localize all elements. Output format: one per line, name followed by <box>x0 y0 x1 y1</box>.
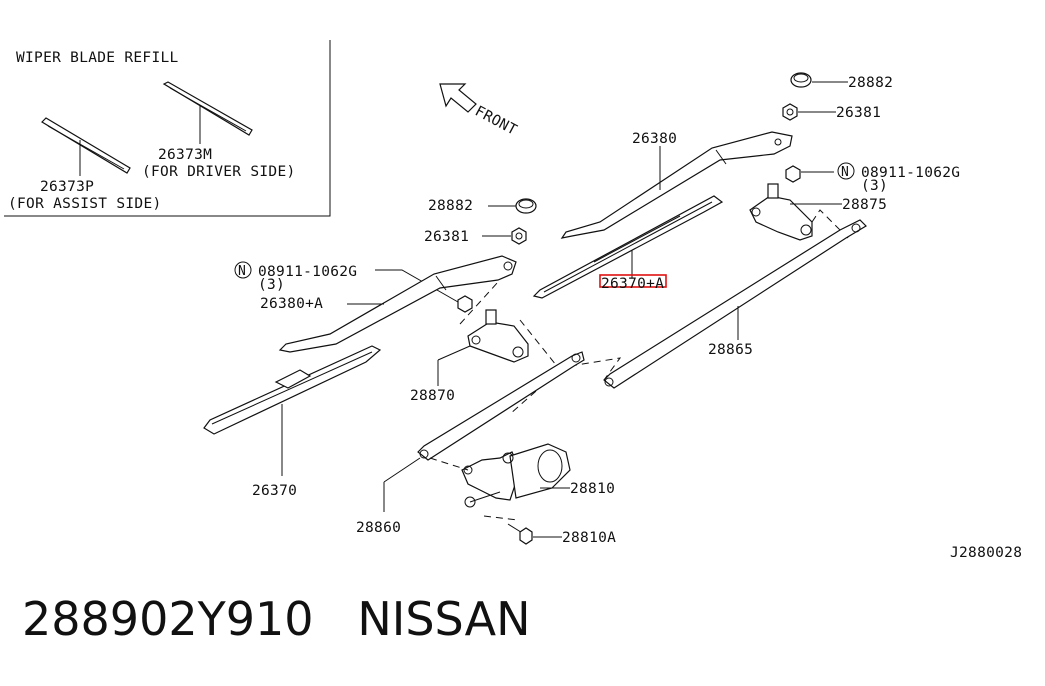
label-arm-right: 26380 <box>632 131 677 147</box>
label-nut-left: 26381 <box>424 229 469 245</box>
refill-title: WIPER BLADE REFILL <box>16 50 179 66</box>
label-nut-n-right: 08911-1062G <box>861 165 960 181</box>
nut-right <box>782 103 836 121</box>
label-bolt: 28810A <box>562 530 616 546</box>
label-blade-right: 26370+A <box>601 276 664 292</box>
wiper-arm-right <box>560 131 793 239</box>
label-qty-right: (3) <box>861 178 888 194</box>
label-nut-right: 26381 <box>836 105 881 121</box>
cap-left <box>488 198 537 214</box>
refill-assist-part: 26373P <box>40 179 94 195</box>
refill-assist-strip <box>41 117 131 176</box>
n-symbol-left: N <box>238 264 246 279</box>
link-rod-left <box>383 351 585 512</box>
pivot-left <box>437 281 561 415</box>
cap-right <box>790 72 848 88</box>
drawing-code: J2880028 <box>950 545 1022 561</box>
n-symbol-right: N <box>841 165 849 180</box>
bolt <box>507 523 562 545</box>
footer: 288902Y910 NISSAN <box>22 596 530 642</box>
label-pivot-left: 28870 <box>410 388 455 404</box>
highlight-box <box>599 274 667 288</box>
footer-brand: NISSAN <box>357 592 531 646</box>
refill-inset: WIPER BLADE REFILL 26373M (FOR DRIVER SI… <box>4 40 331 217</box>
wiper-blade-right <box>532 195 724 299</box>
nut-n-left: N <box>234 261 473 313</box>
label-blade-left: 26370 <box>252 483 297 499</box>
front-label: FRONT <box>472 103 519 138</box>
label-qty-left: (3) <box>258 277 285 293</box>
label-cap-right: 28882 <box>848 75 893 91</box>
label-pivot-right: 28875 <box>842 197 887 213</box>
refill-assist-note: (FOR ASSIST SIDE) <box>8 196 162 212</box>
label-link-right: 28865 <box>708 342 753 358</box>
refill-driver-strip <box>162 81 253 144</box>
nut-n-right: N <box>785 162 855 183</box>
front-arrow: FRONT <box>439 83 520 139</box>
label-motor: 28810 <box>570 481 615 497</box>
refill-driver-note: (FOR DRIVER SIDE) <box>142 164 296 180</box>
wiper-motor <box>429 443 571 521</box>
label-nut-n-left: 08911-1062G <box>258 264 357 280</box>
wiper-blade-left <box>203 345 382 476</box>
wiper-arm-left <box>278 255 517 353</box>
link-rod-right <box>569 219 867 389</box>
label-cap-left: 28882 <box>428 198 473 214</box>
footer-part-number: 288902Y910 <box>22 592 314 646</box>
label-link-left: 28860 <box>356 520 401 536</box>
pivot-right <box>749 183 849 241</box>
refill-driver-part: 26373M <box>158 147 212 163</box>
label-arm-left: 26380+A <box>260 296 323 312</box>
nut-left <box>482 227 527 245</box>
